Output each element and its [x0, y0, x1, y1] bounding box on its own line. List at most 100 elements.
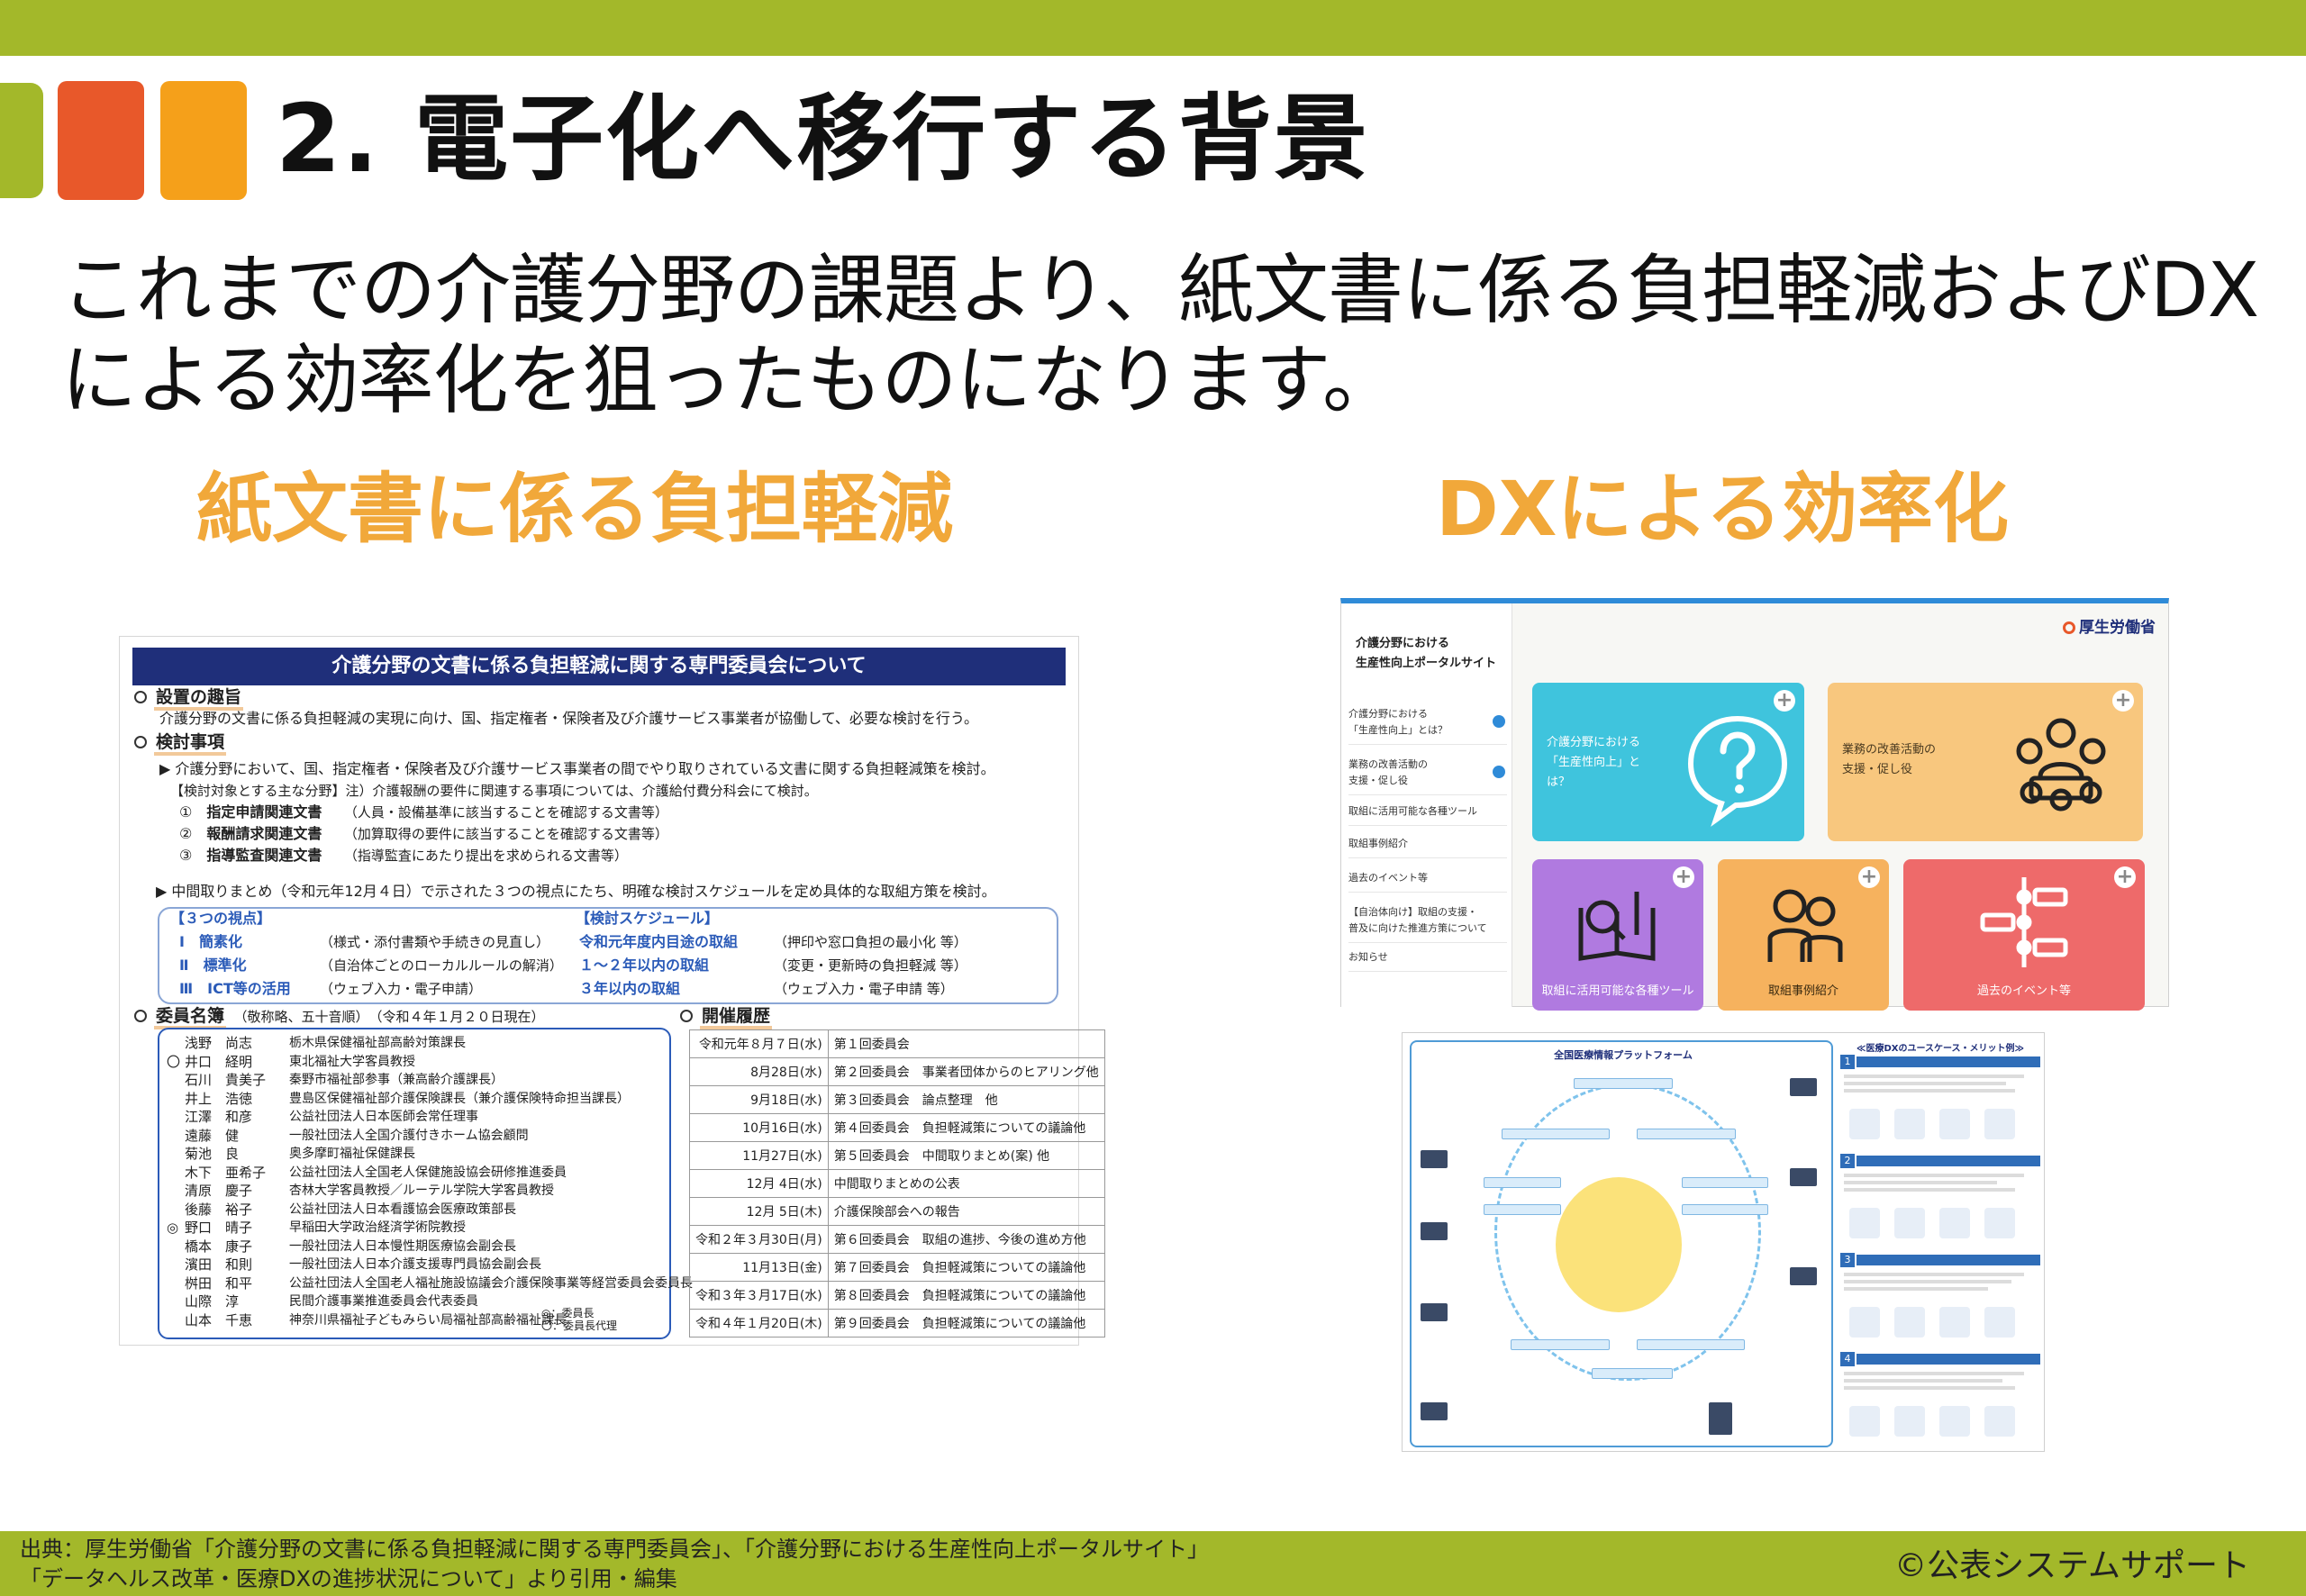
use-case-step: 3 [1840, 1253, 2040, 1347]
nav-label: 介護分野における [1348, 708, 1428, 720]
view-number: Ⅰ [179, 933, 185, 950]
illustration-icon [1894, 1307, 1925, 1338]
member-role: 早稲田大学政治経済学術院教授 [289, 1220, 466, 1235]
system-node [1592, 1368, 1673, 1379]
circle-bullet-icon [134, 1010, 147, 1022]
table-row: 12月 4日(水)中間取りまとめの公表 [689, 1169, 1105, 1198]
interim-text: ▶ 中間取りまとめ（令和元年12月４日）で示された３つの視点にたち、明確な検討ス… [156, 883, 996, 900]
member-role: 栃木県保健福祉部高齢対策課長 [289, 1036, 466, 1050]
lead-text: これまでの介護分野の課題より、紙文書に係る負担軽減およびDX による効率化を狙っ… [61, 245, 2259, 425]
illustration-icon [1939, 1406, 1970, 1437]
sidebar-nav-item[interactable]: お知らせ [1348, 946, 1507, 972]
plus-icon[interactable]: + [1774, 690, 1795, 712]
plus-icon[interactable]: + [2112, 690, 2134, 712]
tile-label-line: 支援・促し役 [1842, 763, 1913, 776]
tile-case-studies[interactable]: + 取組事例紹介 [1718, 859, 1889, 1011]
member-role: 民間介護事業推進委員会代表委員 [289, 1294, 478, 1309]
tile-label-line: は？ [1547, 775, 1571, 789]
system-node [1682, 1177, 1768, 1188]
step-bar [1857, 1056, 2040, 1067]
member-name: 浅野 尚志 [185, 1035, 253, 1051]
slide-title: 2. 電子化へ移行する背景 [276, 84, 1370, 194]
logo-mark-icon [2063, 621, 2075, 634]
member-role: 一般社団法人日本慢性期医療協会副会長 [289, 1238, 516, 1254]
history-event: 第８回委員会 負担軽減策についての議論他 [827, 1281, 1105, 1310]
table-row: 10月16日(水)第４回委員会 負担軽減策についての議論他 [689, 1113, 1105, 1142]
table-row: 12月 5日(木)介護保険部会への報告 [689, 1197, 1105, 1226]
system-node [1637, 1339, 1745, 1350]
history-event: 中間取りまとめの公表 [827, 1169, 1105, 1198]
member-name: 清原 慶子 [185, 1183, 253, 1199]
member-name: 後藤 裕子 [185, 1201, 253, 1218]
right-column-heading: DXによる効率化 [1436, 465, 2009, 553]
table-row: 11月27日(水)第５回委員会 中間取りまとめ(案) 他 [689, 1141, 1105, 1170]
chevron-right-icon[interactable] [1493, 715, 1505, 728]
member-name: 遠藤 健 [185, 1127, 240, 1144]
history-date: 令和３年３月17日(水) [689, 1281, 829, 1310]
sidebar-nav-item[interactable]: 過去のイベント等 [1348, 866, 1507, 893]
tile-tools[interactable]: + 取組に活用可能な各種ツール [1532, 859, 1703, 1011]
history-date: 8月28日(水) [689, 1057, 829, 1086]
history-event: 第１回委員会 [827, 1029, 1105, 1058]
platform-core [1556, 1177, 1682, 1312]
section-heading: 設置の趣旨 [154, 687, 244, 711]
chevron-right-icon[interactable] [1493, 766, 1505, 778]
step-number: 3 [1840, 1253, 1855, 1267]
system-node [1484, 1204, 1561, 1215]
tile-past-events[interactable]: + 過去のイベント等 [1903, 859, 2145, 1011]
sidebar-nav-item[interactable]: 介護分野における「生産性向上」とは？ [1348, 703, 1507, 745]
platform-diagram: 全国医療情報プラットフォーム [1410, 1040, 1833, 1447]
site-title-line-1: 介護分野における [1356, 637, 1450, 650]
view-desc: （自治体ごとのローカルルールの解消） [320, 957, 563, 974]
system-node [1511, 1339, 1610, 1350]
history-event: 第７回委員会 負担軽減策についての議論他 [827, 1253, 1105, 1282]
sidebar-nav-item[interactable]: 【自治体向け】取組の支援・普及に向けた推進方策について [1348, 901, 1507, 943]
tile-label-line: 介護分野における [1547, 736, 1641, 749]
lead-line-2: による効率化を狙ったものになります。 [61, 336, 1398, 424]
nav-label: 取組に活用可能な各種ツール [1348, 805, 1477, 817]
view-row: Ⅱ 標準化 [179, 956, 247, 975]
illustration-icon [1849, 1307, 1880, 1338]
schedule-desc: （押印や窓口負担の最小化 等） [774, 934, 967, 950]
table-row: 8月28日(水)第２回委員会 事業者団体からのヒアリング他 [689, 1057, 1105, 1086]
view-name: ICT等の活用 [207, 980, 291, 997]
tile-support-role[interactable]: + 業務の改善活動の 支援・促し役 [1828, 683, 2143, 841]
section-heading: 委員名簿 [154, 1006, 227, 1029]
illustration-icon [1984, 1406, 2015, 1437]
tile-label: 取組に活用可能な各種ツール [1541, 984, 1694, 998]
table-row: 令和３年３月17日(水)第８回委員会 負担軽減策についての議論他 [689, 1281, 1105, 1310]
section-history: 開催履歴 [680, 1006, 773, 1029]
source-line-1: 出典：厚生労働省「介護分野の文書に係る負担軽減に関する専門委員会」、「介護分野に… [20, 1537, 1209, 1562]
item-name: 報酬請求関連文書 [206, 825, 322, 842]
member-name: 井上 浩徳 [185, 1090, 253, 1107]
plus-icon[interactable]: + [1673, 866, 1694, 888]
sidebar-nav-item[interactable]: 業務の改善活動の支援・促し役 [1348, 753, 1507, 795]
use-case-step: 4 [1840, 1352, 2040, 1446]
legend-chair: ◎：委員長 [541, 1307, 595, 1319]
item-number: ③ [179, 847, 193, 864]
purpose-text: 介護分野の文書に係る負担軽減の実現に向け、国、指定権者・保険者及び介護サービス事… [159, 710, 978, 727]
history-date: 11月13日(金) [689, 1253, 829, 1282]
member-mark: ◎ [167, 1220, 179, 1236]
nav-label: 支援・促し役 [1348, 775, 1408, 786]
meeting-people-icon [2016, 718, 2106, 812]
history-date: 12月 5日(木) [689, 1197, 829, 1226]
plus-icon[interactable]: + [2114, 866, 2136, 888]
view-name: 標準化 [203, 957, 247, 974]
tile-about-productivity[interactable]: + 介護分野における 「生産性向上」と は？ [1532, 683, 1804, 841]
sidebar-nav-item[interactable]: 取組に活用可能な各種ツール [1348, 800, 1507, 826]
table-row: 令和２年３月30日(月)第６回委員会 取組の進捗、今後の進め方他 [689, 1225, 1105, 1254]
history-date: 12月 4日(水) [689, 1169, 829, 1198]
nav-label: 業務の改善活動の [1348, 758, 1428, 770]
site-title-line-2: 生産性向上ポータルサイト [1356, 657, 1497, 670]
portal-site-title: 介護分野における 生産性向上ポータルサイト [1356, 634, 1496, 674]
use-case-step: 2 [1840, 1154, 2040, 1247]
computer-icon [1790, 1078, 1817, 1096]
illustration-icon [1849, 1406, 1880, 1437]
sidebar-nav-item[interactable]: 取組事例紹介 [1348, 832, 1507, 858]
plus-icon[interactable]: + [1858, 866, 1880, 888]
member-name: 山際 淳 [185, 1293, 240, 1310]
schedule-heading: 【検討スケジュール】 [576, 910, 719, 927]
book-magnifier-icon [1578, 892, 1656, 961]
source-line-2: 「データヘルス改革・医療DXの進捗状況について」より引用・編集 [20, 1566, 677, 1591]
